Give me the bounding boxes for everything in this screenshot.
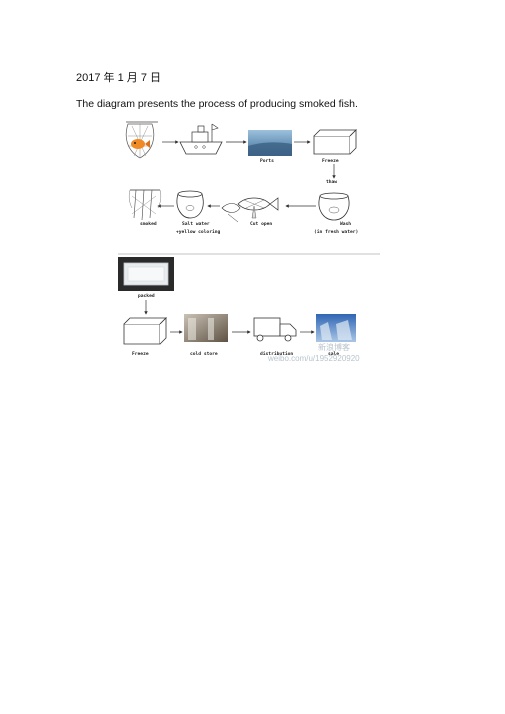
intro-paragraph: The diagram presents the process of prod… [76,98,358,110]
label-freeze-top: Freeze [322,159,339,164]
label-cold-store: cold store [190,352,218,357]
fishing-net-icon [125,121,158,159]
fishing-boat-icon [179,123,223,155]
label-wash: Wash [340,222,352,227]
label-ports: Ports [260,159,274,164]
smoked-fish-process-diagram: Ports Freeze thaw Wash (in fresh water) … [118,114,380,368]
diagram-drawing [118,121,380,345]
salt-water-fishbowl-icon [176,190,204,219]
label-yellow-coloring: +yellow coloring [176,230,221,235]
label-cut-open: Cut open [250,222,273,227]
freezer-box-top-icon [313,129,357,155]
label-freeze-bottom: Freeze [132,352,149,357]
label-smoked: smoked [140,222,157,227]
label-sale: sale [328,352,340,357]
smoked-fish-hanging-icon [128,189,162,221]
document-date: 2017 年 1 月 7 日 [76,72,161,84]
label-in-fresh-water: (in fresh water) [314,230,359,235]
label-thaw: thaw [326,180,338,185]
watermark-line-2: weibo.com/u/1952920920 [268,354,360,363]
distribution-truck-icon [253,317,297,342]
watermark-line-1: 新浪博客 [318,343,350,352]
cut-open-fish-icon [221,197,279,223]
wash-fishbowl-icon [318,192,350,221]
packed-tray-photo [118,257,174,291]
freezer-box-bottom-icon [123,317,167,345]
label-distribution: distribution [260,352,294,357]
label-packed: packed [138,294,155,299]
label-salt-water: Salt water [182,222,210,227]
